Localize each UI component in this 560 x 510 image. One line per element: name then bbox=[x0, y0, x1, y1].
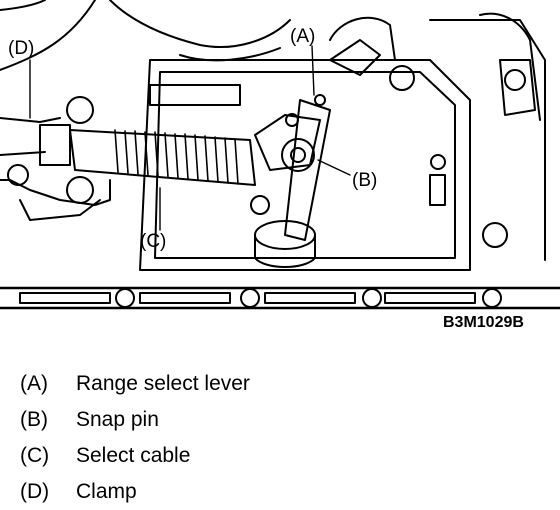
callout-d: (D) bbox=[8, 38, 34, 59]
callout-a: (A) bbox=[290, 26, 315, 47]
legend-item: (A) Range select lever bbox=[20, 366, 540, 402]
legend-item: (C) Select cable bbox=[20, 438, 540, 474]
transmission-illustration: (A) (B) (C) (D) B3M1029B bbox=[0, 0, 560, 330]
legend-key: (B) bbox=[20, 408, 48, 431]
figure-code: B3M1029B bbox=[443, 314, 524, 330]
callout-c: (C) bbox=[140, 231, 166, 252]
legend-text: Clamp bbox=[76, 480, 137, 503]
legend-key: (C) bbox=[20, 444, 50, 467]
legend-item: (D) Clamp bbox=[20, 474, 540, 510]
legend: (A) Range select lever (B) Snap pin (C) Sel… bbox=[20, 366, 540, 510]
legend-text: Select cable bbox=[76, 444, 191, 467]
legend-text: Snap pin bbox=[76, 408, 159, 431]
legend-item: (B) Snap pin bbox=[20, 402, 540, 438]
legend-key: (D) bbox=[20, 480, 50, 503]
callout-b: (B) bbox=[352, 170, 377, 191]
legend-text: Range select lever bbox=[76, 372, 250, 395]
legend-key: (A) bbox=[20, 372, 48, 395]
